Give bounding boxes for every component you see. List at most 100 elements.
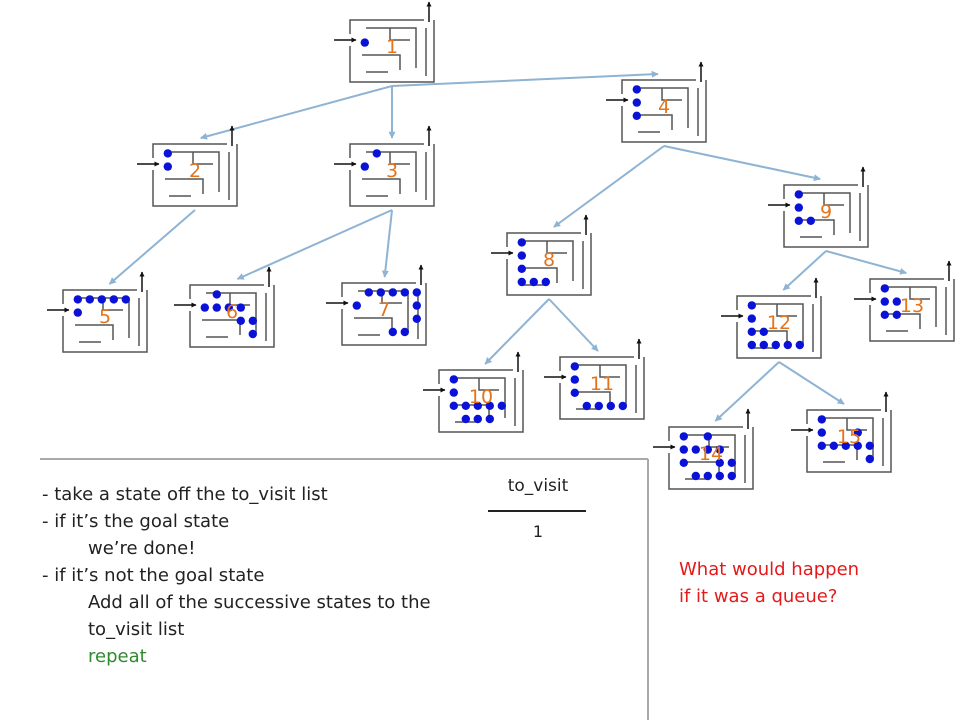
maze-icon: [349, 143, 435, 207]
dot-marker-icon: [747, 301, 756, 310]
dot-marker-icon: [880, 284, 889, 293]
edge-4-to-8: [553, 145, 665, 228]
dot-marker-icon: [715, 445, 724, 454]
dot-marker-icon: [880, 310, 889, 319]
dot-marker-icon: [570, 388, 579, 397]
edge-3-to-6: [236, 209, 393, 280]
dot-marker-icon: [97, 295, 107, 304]
edge-3-to-7: [381, 209, 393, 278]
dot-marker-icon: [715, 471, 724, 481]
edge-8-to-10: [484, 298, 550, 365]
dot-marker-icon: [715, 458, 724, 467]
dot-marker-icon: [360, 38, 369, 47]
dot-marker-icon: [880, 297, 889, 306]
dot-marker-icon: [892, 297, 901, 306]
dot-marker-icon: [618, 401, 627, 411]
dot-marker-icon: [703, 471, 712, 481]
dot-marker-icon: [248, 329, 257, 339]
dot-marker-icon: [517, 251, 526, 260]
dot-marker-icon: [829, 441, 838, 450]
dot-marker-icon: [747, 327, 756, 336]
edge-8-to-11: [548, 298, 599, 352]
state-node-8: [491, 214, 592, 296]
question-line-1: What would happen: [679, 559, 860, 580]
state-node-11: [544, 338, 645, 420]
dot-marker-icon: [759, 340, 768, 350]
step-add-successors: Add all of the successive states to the: [88, 592, 431, 613]
to-visit-underline: [488, 510, 586, 512]
state-node-1: [334, 1, 435, 83]
dot-marker-icon: [412, 314, 421, 323]
dot-marker-icon: [541, 277, 550, 287]
edge-12-to-15: [778, 361, 845, 405]
dot-marker-icon: [783, 340, 792, 350]
dot-marker-icon: [388, 327, 397, 337]
edges-layer: [108, 70, 907, 422]
dot-marker-icon: [412, 288, 421, 297]
state-node-9: [768, 166, 869, 248]
dot-marker-icon: [865, 454, 874, 464]
dot-marker-icon: [449, 401, 458, 410]
dot-marker-icon: [806, 216, 815, 225]
state-node-13: [854, 260, 955, 342]
edge-1-to-4: [391, 70, 659, 87]
dot-marker-icon: [517, 264, 526, 273]
dot-marker-icon: [360, 162, 369, 171]
maze-icon: [736, 295, 822, 359]
state-node-2: [137, 125, 238, 207]
dot-marker-icon: [224, 303, 233, 312]
dot-marker-icon: [212, 303, 221, 312]
dot-marker-icon: [517, 238, 526, 247]
edge-9-to-12: [782, 250, 827, 291]
state-node-6: [174, 266, 275, 348]
dot-marker-icon: [691, 471, 700, 481]
dot-marker-icon: [691, 445, 700, 454]
dot-marker-icon: [376, 288, 385, 297]
dot-marker-icon: [865, 441, 874, 450]
dot-marker-icon: [817, 441, 826, 450]
edge-2-to-5: [108, 209, 196, 285]
state-node-14: [653, 408, 754, 490]
dot-marker-icon: [461, 401, 470, 410]
step-done: we’re done!: [88, 538, 196, 559]
dot-marker-icon: [412, 301, 421, 310]
dot-marker-icon: [517, 277, 526, 287]
nodes-layer: [47, 1, 955, 490]
dot-marker-icon: [632, 85, 641, 94]
question-line-2: if it was a queue?: [679, 586, 838, 607]
dot-marker-icon: [727, 471, 736, 481]
dot-marker-icon: [703, 432, 712, 441]
dot-marker-icon: [679, 432, 688, 441]
dot-marker-icon: [679, 458, 688, 467]
maze-icon: [152, 143, 238, 207]
step-if-not-goal: - if it’s not the goal state: [42, 565, 265, 586]
dot-marker-icon: [121, 295, 130, 304]
dot-marker-icon: [582, 401, 591, 411]
edge-12-to-14: [714, 361, 780, 422]
step-if-goal: - if it’s the goal state: [42, 511, 230, 532]
dot-marker-icon: [85, 295, 95, 304]
dot-marker-icon: [853, 428, 862, 437]
queue-question: What would happen if it was a queue?: [679, 556, 859, 610]
dot-marker-icon: [529, 277, 538, 287]
dot-marker-icon: [73, 295, 83, 304]
to-visit-header: to_visit: [507, 476, 569, 496]
dot-marker-icon: [163, 149, 172, 158]
dot-marker-icon: [236, 303, 245, 312]
dot-marker-icon: [449, 388, 458, 397]
step-to-visit-list: to_visit list: [88, 619, 185, 640]
dot-marker-icon: [473, 401, 482, 410]
dot-marker-icon: [73, 308, 83, 317]
maze-icon: [349, 19, 435, 83]
dot-marker-icon: [497, 401, 506, 410]
dot-marker-icon: [747, 314, 756, 323]
edge-1-to-2: [200, 85, 393, 140]
dot-marker-icon: [570, 375, 579, 384]
dot-marker-icon: [461, 414, 470, 424]
dot-marker-icon: [841, 441, 850, 450]
dot-marker-icon: [794, 190, 803, 199]
dot-marker-icon: [163, 162, 172, 171]
state-node-12: [721, 277, 822, 359]
maze-icon: [506, 232, 592, 296]
